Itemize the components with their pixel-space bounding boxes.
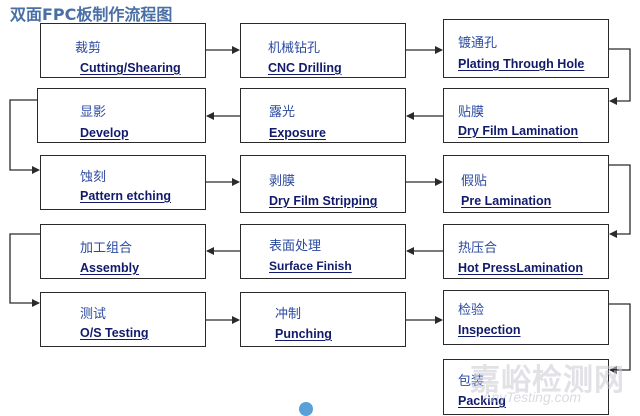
step-box-surface-finish: 表面处理 Surface Finish — [240, 224, 406, 279]
step-box-hot-press-lamination: 热压合 Hot PressLamination — [443, 224, 609, 279]
step-label-zh: 冲制 — [275, 307, 302, 322]
step-label-en: Surface Finish — [269, 259, 352, 273]
step-label-zh: 假贴 — [461, 174, 488, 189]
step-label-en: Inspection — [458, 323, 521, 337]
step-label-en: Develop — [80, 126, 129, 140]
step-box-plating: 镀通孔 Plating Through Hole — [443, 19, 609, 78]
arrow-inspection-to-packing — [609, 303, 631, 374]
arrow-prelam-to-hotpress — [609, 164, 631, 238]
step-label-zh: 加工组合 — [80, 241, 133, 256]
page-title: 双面FPC板制作流程图 — [10, 5, 173, 24]
decorative-dot — [299, 402, 313, 416]
step-box-inspection: 检验 Inspection — [443, 290, 609, 345]
step-box-dry-film-stripping: 剥膜 Dry Film Stripping — [240, 155, 406, 213]
step-label-en: Cutting/Shearing — [80, 61, 181, 75]
step-box-assembly: 加工组合 Assembly — [40, 224, 206, 279]
step-label-en: Assembly — [80, 261, 140, 275]
step-label-en: CNC Drilling — [268, 61, 342, 75]
step-label-zh: 检验 — [458, 303, 485, 318]
step-box-cutting: 裁剪 Cutting/Shearing — [40, 23, 206, 78]
step-label-zh: 露光 — [269, 105, 296, 120]
step-box-os-testing: 测试 O/S Testing — [40, 292, 206, 347]
step-box-dry-film-lamination: 贴膜 Dry Film Lamination — [443, 88, 609, 143]
step-label-en: Pattern etching — [80, 189, 171, 203]
step-label-en: Packing — [458, 394, 506, 408]
step-label-zh: 测试 — [80, 307, 107, 322]
step-box-pattern-etching: 蚀刻 Pattern etching — [40, 155, 206, 210]
step-label-zh: 显影 — [80, 105, 107, 120]
step-box-cnc-drilling: 机械钻孔 CNC Drilling — [240, 23, 406, 78]
step-label-en: Dry Film Lamination — [458, 124, 579, 138]
step-label-zh: 热压合 — [458, 241, 498, 256]
step-label-zh: 机械钻孔 — [268, 41, 321, 56]
step-label-zh: 包装 — [458, 374, 485, 389]
step-box-exposure: 露光 Exposure — [240, 88, 406, 143]
step-label-zh: 裁剪 — [75, 41, 102, 56]
step-label-en: Punching — [275, 327, 332, 341]
step-label-en: O/S Testing — [80, 326, 149, 340]
step-box-pre-lamination: 假贴 Pre Lamination — [443, 155, 609, 213]
step-label-zh: 贴膜 — [458, 105, 485, 120]
step-label-en: Plating Through Hole — [458, 57, 585, 71]
step-label-zh: 剥膜 — [269, 174, 296, 189]
step-box-packing: 包装 Packing — [443, 359, 609, 415]
step-label-zh: 蚀刻 — [80, 170, 107, 185]
step-box-punching: 冲制 Punching — [240, 292, 406, 347]
arrow-develop-to-etching — [9, 99, 40, 174]
arrow-plating-to-lamination — [609, 48, 631, 105]
step-label-en: Exposure — [269, 126, 326, 140]
step-label-en: Dry Film Stripping — [269, 194, 378, 208]
arrow-assembly-to-testing — [9, 233, 40, 307]
step-label-zh: 表面处理 — [269, 239, 322, 254]
step-box-develop: 显影 Develop — [37, 88, 206, 143]
watermark-text-en: AnyTesting.com — [482, 389, 582, 405]
step-label-en: Hot PressLamination — [458, 261, 584, 275]
step-label-zh: 镀通孔 — [458, 36, 498, 51]
watermark-text-zh: 嘉峪检测网 — [470, 363, 625, 398]
step-label-en: Pre Lamination — [461, 194, 552, 208]
